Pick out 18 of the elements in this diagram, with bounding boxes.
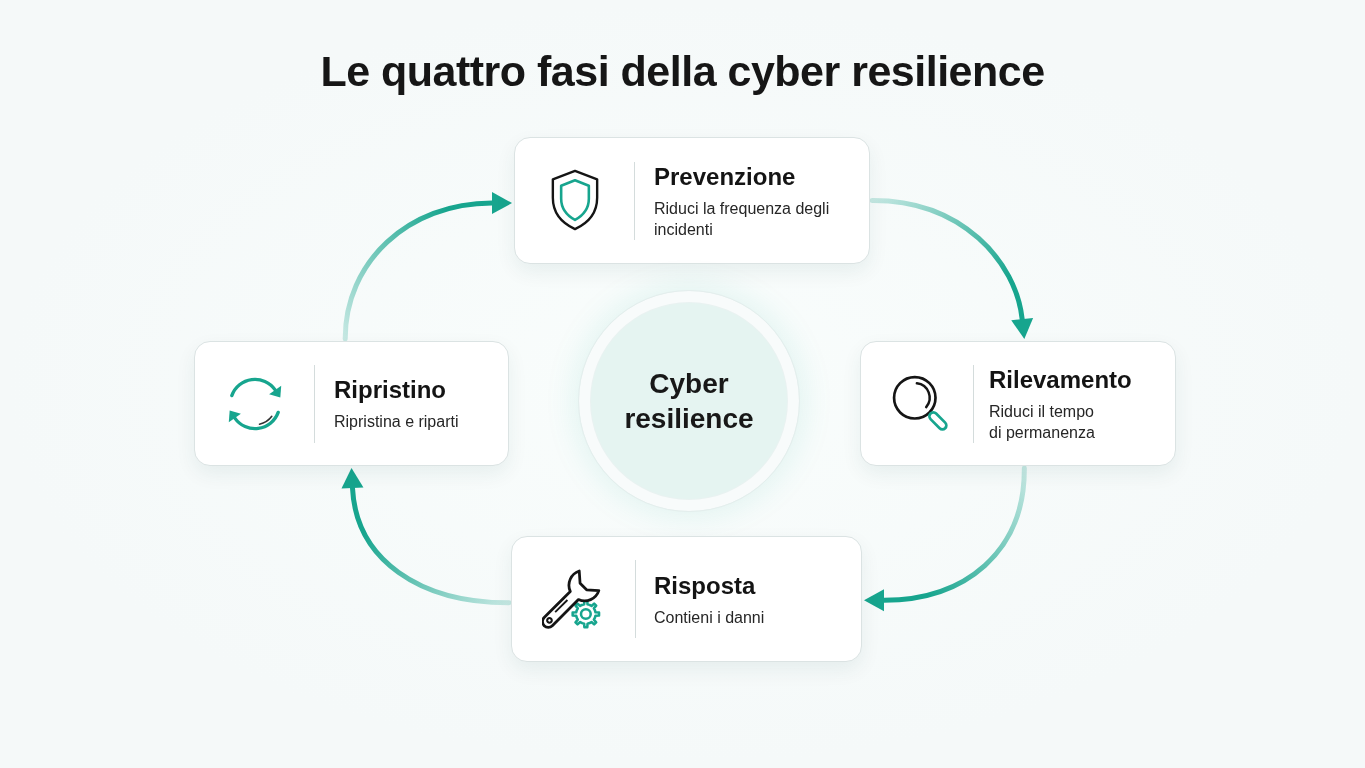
phase-title: Rilevamento (989, 364, 1132, 395)
cycle-arrow (864, 465, 1027, 612)
phase-title: Prevenzione (654, 161, 797, 192)
phase-description: Riduci la frequenza degli incidenti (654, 198, 831, 240)
hub-label: Cyber resilience (623, 367, 755, 436)
phase-title: Ripristino (334, 375, 447, 405)
phase-title: Risposta (654, 570, 757, 601)
phase-card (514, 137, 870, 264)
phase-description: Contieni i danni (654, 607, 765, 628)
phase-description: Ripristina e riparti (334, 412, 459, 432)
phase-card (860, 341, 1176, 466)
title: Le quattro fasi della cyber resilience (319, 46, 1046, 97)
phase-card (511, 536, 862, 662)
phase-card (194, 341, 509, 466)
cycle-arrow (341, 468, 512, 606)
cycle-arrow (869, 198, 1033, 339)
cycle-arrow (342, 192, 512, 342)
phase-description: Riduci il tempo di permanenza (989, 401, 1096, 443)
